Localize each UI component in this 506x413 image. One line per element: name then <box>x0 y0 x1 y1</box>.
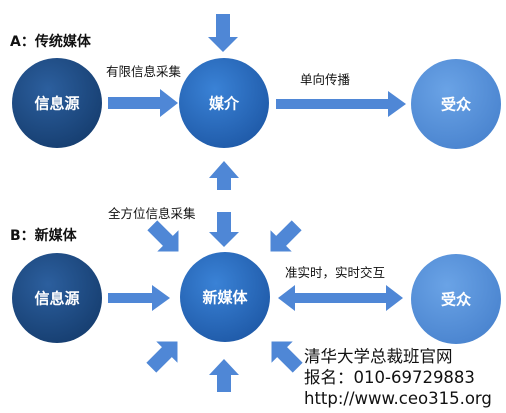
arrow-collect-a <box>108 89 178 117</box>
arrow-diag-top-left <box>147 220 179 252</box>
watermark-line-1: 清华大学总裁班官网 <box>304 347 453 366</box>
edge-label-spread: 单向传播 <box>300 72 351 87</box>
node-source-a-label: 信息源 <box>34 95 79 113</box>
node-audience-a <box>411 59 501 149</box>
section-a-title: A：传统媒体 <box>10 33 92 50</box>
edge-label-collect-b: 全方位信息采集 <box>108 206 196 221</box>
watermark-line-2: 报名：010-69729883 <box>304 368 475 387</box>
watermark-line-3: http://www.ceo315.org <box>304 389 492 408</box>
arrow-diag-top-right <box>270 220 302 252</box>
arrow-interact <box>278 285 403 311</box>
arrow-collect-b <box>108 285 170 311</box>
node-audience-b-label: 受众 <box>441 291 471 309</box>
node-audience-a-label: 受众 <box>441 96 471 114</box>
node-media-a-label: 媒介 <box>209 95 240 113</box>
section-b-title: B：新媒体 <box>10 227 78 244</box>
arrow-up-middle <box>209 161 239 190</box>
edge-label-collect-a: 有限信息采集 <box>106 64 182 79</box>
arrow-down-new-media <box>209 212 239 247</box>
node-source-a <box>12 58 102 148</box>
watermark: 清华大学总裁班官网 报名：010-69729883 http://www.ceo… <box>303 346 494 410</box>
node-source-b-label: 信息源 <box>34 290 79 308</box>
node-new-media <box>180 252 270 342</box>
node-source-b <box>12 253 102 343</box>
arrow-diag-bottom-left <box>146 341 178 373</box>
edge-label-interact: 准实时，实时交互 <box>285 265 385 280</box>
arrow-spread <box>276 91 406 117</box>
arrow-diag-bottom-right <box>271 341 303 373</box>
node-media-a <box>179 58 269 148</box>
node-new-media-label: 新媒体 <box>202 289 248 307</box>
arrow-down-top <box>208 14 238 52</box>
node-audience-b <box>411 254 501 344</box>
arrow-up-bottom <box>209 359 239 392</box>
